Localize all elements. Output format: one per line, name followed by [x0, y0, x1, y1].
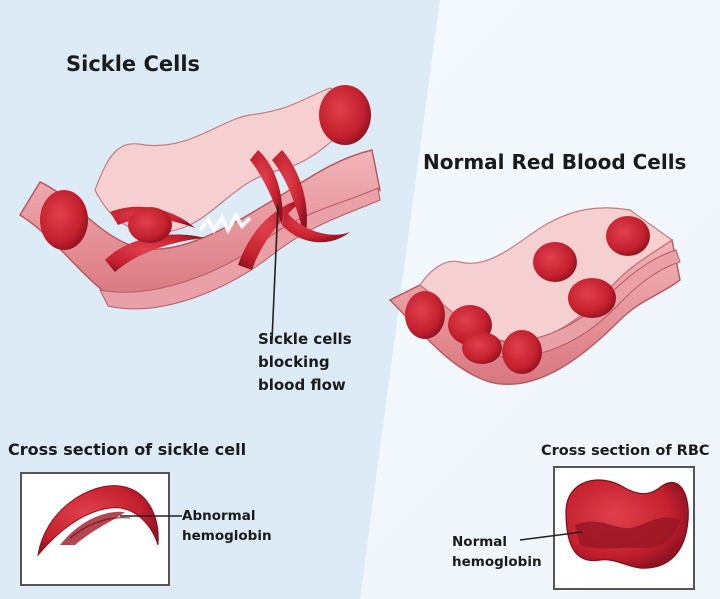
label-line: blocking	[258, 353, 330, 371]
inset-box-sickle	[20, 472, 170, 586]
title-normal-red-blood-cells: Normal Red Blood Cells	[423, 150, 687, 174]
label-abnormal-hemoglobin: Abnormal hemoglobin	[182, 506, 272, 546]
label-line: blood flow	[258, 376, 346, 394]
label-line: Normal	[452, 534, 508, 550]
leader-line-blocking	[271, 204, 279, 341]
red-blood-cell	[502, 330, 542, 374]
red-blood-cell	[128, 207, 172, 243]
leader-line-normal	[519, 531, 583, 541]
rbc-cross-section	[565, 479, 689, 569]
sickle-cell	[105, 234, 205, 272]
red-blood-cell	[533, 242, 577, 282]
red-blood-cell	[606, 216, 650, 256]
title-sickle-cells: Sickle Cells	[66, 52, 201, 76]
label-normal-hemoglobin: Normal hemoglobin	[452, 532, 542, 572]
sickle-cell-cross-section	[37, 485, 159, 557]
label-cross-section-rbc: Cross section of RBC	[541, 443, 710, 459]
red-blood-cell	[405, 291, 445, 339]
sickle-cell	[238, 198, 305, 270]
sickle-cell	[282, 210, 350, 243]
label-line: Sickle cells	[258, 330, 352, 348]
sickle-cell	[272, 150, 308, 240]
red-blood-cell	[319, 85, 371, 145]
red-blood-cell	[462, 332, 502, 364]
red-blood-cell	[568, 278, 616, 318]
label-cross-section-sickle: Cross section of sickle cell	[8, 440, 247, 459]
label-sickle-cells-blocking: Sickle cells blocking blood flow	[258, 328, 352, 397]
red-blood-cell	[40, 190, 88, 250]
label-line: hemoglobin	[182, 528, 272, 544]
sickle-cell	[250, 150, 283, 225]
label-line: hemoglobin	[452, 554, 542, 570]
label-line: Abnormal	[182, 508, 256, 524]
